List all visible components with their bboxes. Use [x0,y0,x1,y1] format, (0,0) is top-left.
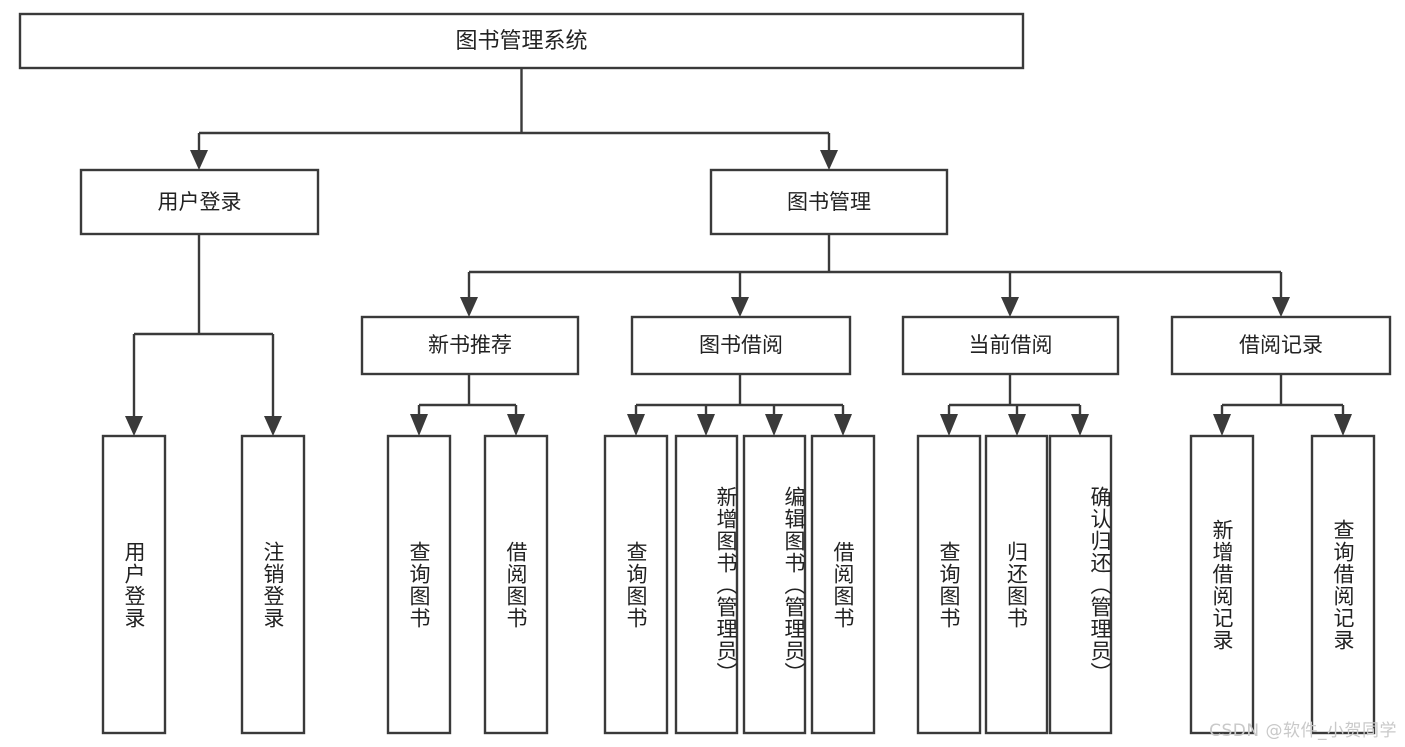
arrow-bb-l3 [765,414,783,436]
node-leaf-return-book[interactable] [984,434,1049,735]
node-new-book-recommend[interactable] [360,315,580,376]
node-leaf-borrow-book-2[interactable] [810,434,876,735]
node-current-borrow-label: 当前借阅 [969,333,1053,357]
arrow-br-l2 [1334,414,1352,436]
node-book-manage-label: 图书管理 [787,190,871,214]
node-leaf-query-record[interactable] [1310,434,1376,735]
node-new-book-recommend-label: 新书推荐 [428,333,512,357]
node-root[interactable] [18,12,1025,70]
node-leaf-query-book-3[interactable] [916,434,982,735]
node-book-borrow-label: 图书借阅 [699,333,783,357]
arrow-cb-l3 [1071,414,1089,436]
csdn-watermark: CSDN @软件_小贺同学 [1209,721,1397,741]
node-borrow-record-label: 借阅记录 [1239,333,1323,357]
arrow-bb-l1 [627,414,645,436]
arrow-root-to-book-manage [820,150,838,170]
arrow-cb-l2 [1008,414,1026,436]
arrow-bb-l4 [834,414,852,436]
arrow-nbr-l1 [410,414,428,436]
node-layer: 图书管理系统 用户登录 图书管理 新书推荐 图书借阅 当前借阅 借阅记录 [18,12,1392,735]
node-current-borrow[interactable] [901,315,1120,376]
node-book-manage[interactable] [709,168,949,236]
node-leaf-logout-login[interactable] [240,434,306,735]
arrow-br-l1 [1213,414,1231,436]
node-book-borrow[interactable] [630,315,852,376]
arrow-bm-to-current-borrow [1001,297,1019,317]
node-user-login[interactable] [79,168,320,236]
node-leaf-query-book-2[interactable] [603,434,669,735]
arrow-root-to-user-login [190,150,208,170]
arrow-bm-to-new-book [460,297,478,317]
arrow-bb-l2 [697,414,715,436]
node-leaf-borrow-book-1[interactable] [483,434,549,735]
arrow-bm-to-book-borrow [731,297,749,317]
node-root-label: 图书管理系统 [455,29,587,54]
connector-layer [125,68,1352,436]
node-leaf-query-book-1[interactable] [386,434,452,735]
node-leaf-user-login[interactable] [101,434,167,735]
node-user-login-label: 用户登录 [158,190,242,214]
node-leaf-confirm-return[interactable] [1048,434,1113,735]
node-leaf-add-book[interactable] [674,434,739,735]
arrow-user-login-l1 [125,416,143,436]
arrow-cb-l1 [940,414,958,436]
arrow-nbr-l2 [507,414,525,436]
node-leaf-add-record[interactable] [1189,434,1255,735]
arrow-bm-to-borrow-record [1272,297,1290,317]
arrow-user-login-l2 [264,416,282,436]
node-leaf-edit-book[interactable] [742,434,807,735]
node-borrow-record[interactable] [1170,315,1392,376]
